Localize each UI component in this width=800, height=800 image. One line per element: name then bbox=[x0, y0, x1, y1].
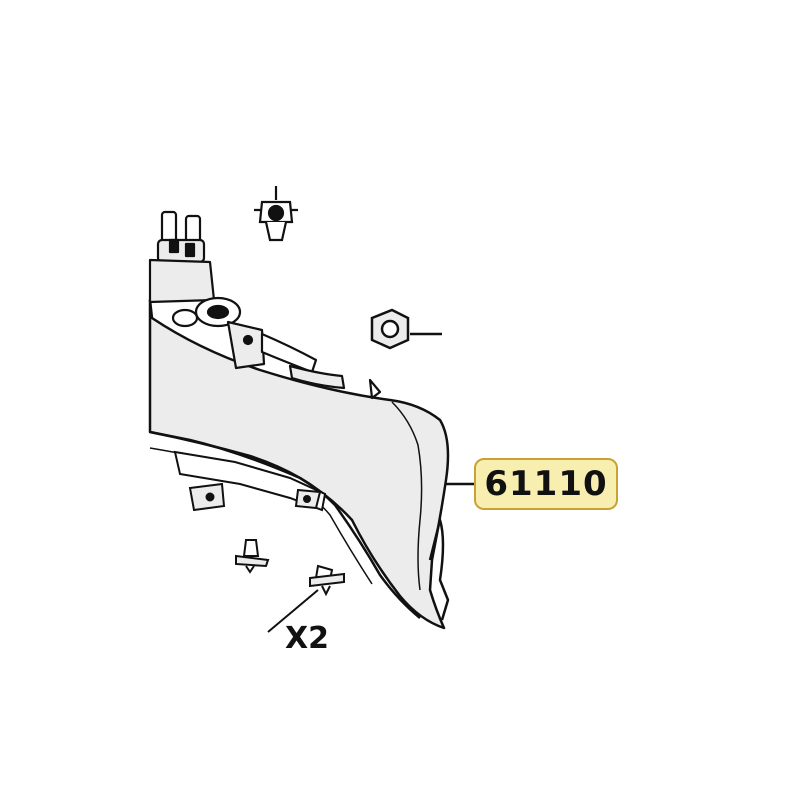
lower-trim bbox=[173, 450, 327, 512]
hex-nut bbox=[370, 308, 442, 350]
push-rivets bbox=[235, 539, 345, 633]
upper-fittings bbox=[148, 210, 382, 400]
part-number-callout: 61110 bbox=[474, 458, 618, 510]
clip-fastener bbox=[254, 186, 298, 242]
fairing-panel bbox=[148, 298, 450, 630]
quantity-label: X2 bbox=[285, 624, 330, 648]
